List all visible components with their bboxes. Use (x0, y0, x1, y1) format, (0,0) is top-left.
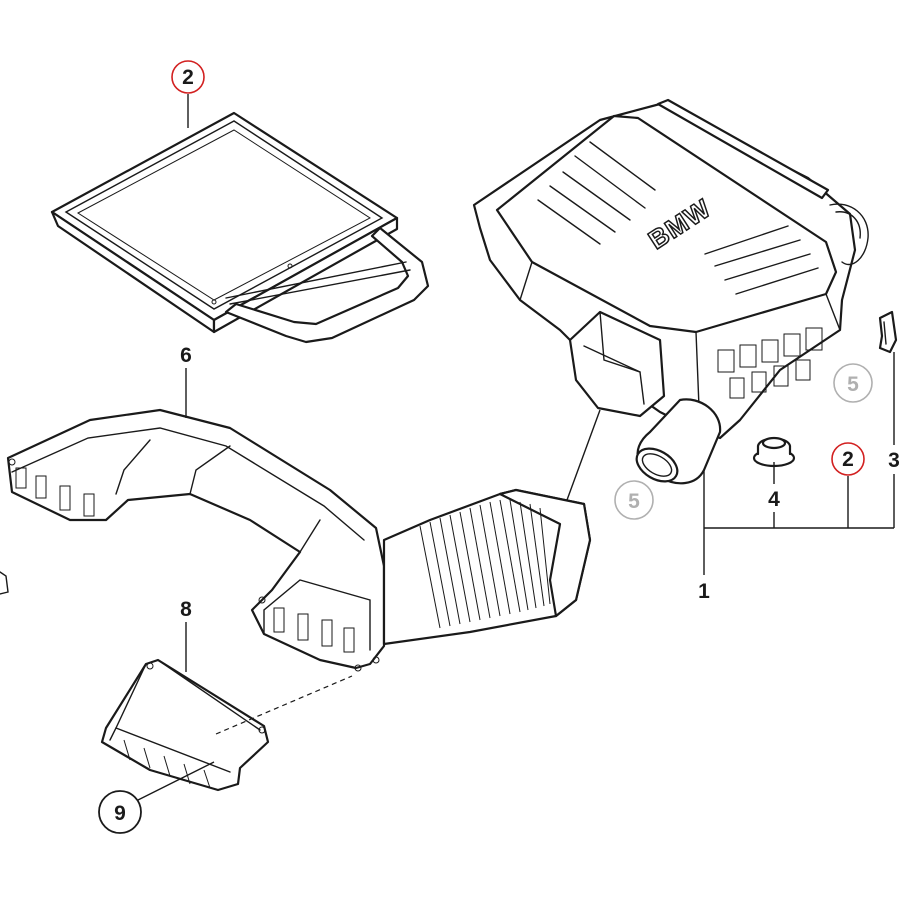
retaining-clip[interactable] (878, 310, 898, 354)
air-filter-housing[interactable]: BMW (472, 98, 869, 488)
callout-intake-duct[interactable]: 6 (180, 344, 192, 367)
callout-filter-housing-label: 1 (698, 580, 710, 603)
callout-inlet-adapter[interactable]: 8 (180, 598, 192, 621)
callout-grommet-label: 5 (847, 373, 859, 396)
leader-lines (137, 94, 895, 801)
callout-damper-label: 4 (768, 488, 780, 511)
air-filter-element[interactable] (50, 111, 430, 344)
edge-bracket (0, 571, 9, 595)
callout-filter-housing[interactable]: 1 (698, 580, 710, 603)
callout-grommet-lower-label: 5 (628, 490, 640, 513)
callout-seal-label: 9 (114, 802, 126, 825)
callout-seal[interactable]: 9 (98, 790, 142, 834)
callout-grommet-lower[interactable]: 5 (614, 480, 654, 520)
callout-clip[interactable]: 3 (888, 449, 900, 472)
callout-inlet-adapter-label: 8 (180, 598, 192, 621)
callout-intake-silencer-label: 2 (842, 448, 854, 471)
callout-air-filter-label: 2 (182, 66, 194, 89)
callout-clip-label: 3 (888, 449, 900, 472)
callout-intake-duct-label: 6 (180, 344, 192, 367)
callout-grommet[interactable]: 5 (833, 363, 873, 403)
callout-intake-silencer[interactable]: 2 (831, 442, 865, 476)
inlet-adapter[interactable] (100, 658, 270, 792)
intake-duct[interactable] (6, 408, 386, 672)
callout-damper[interactable]: 4 (768, 488, 780, 511)
bellows-hose[interactable] (382, 488, 592, 646)
callout-air-filter[interactable]: 2 (171, 60, 205, 94)
damper-grommet[interactable] (752, 436, 796, 468)
